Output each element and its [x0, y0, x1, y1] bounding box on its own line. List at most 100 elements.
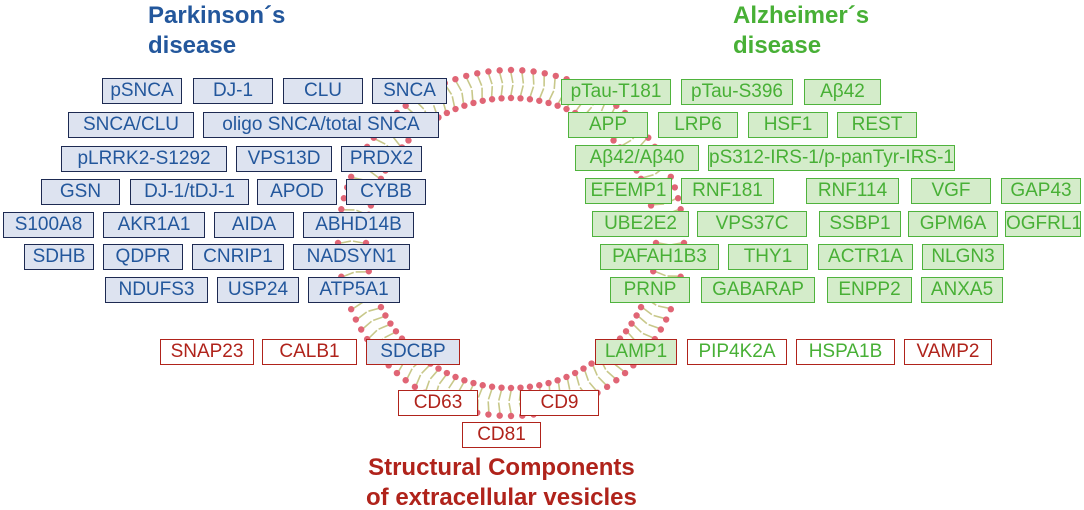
lipid-head [452, 75, 459, 83]
lipid-tail [406, 368, 413, 379]
lipid-tail [487, 401, 490, 412]
lipid-head [580, 365, 587, 372]
lipid-tail [500, 85, 504, 96]
ev-marker-pip4k2a: PIP4K2A [687, 339, 787, 365]
lipid-tail [415, 374, 422, 385]
lipid-head [443, 369, 451, 377]
lipid-head [554, 377, 561, 384]
ad-marker-actr1a: ACTR1A [818, 244, 913, 270]
lipid-head [443, 109, 451, 117]
lipid-head [452, 373, 459, 381]
pd-marker-oligo-snca: oligo SNCA/total SNCA [203, 112, 439, 138]
lipid-head [338, 206, 345, 213]
ad-marker-abeta42: Aβ42 [804, 79, 881, 105]
ad-marker-ps312-irs1: pS312-IRS-1/p-panTyr-IRS-1 [708, 145, 955, 171]
lipid-tail [575, 375, 580, 386]
ad-marker-lrp6: LRP6 [658, 112, 738, 138]
pd-marker-ndufs3: NDUFS3 [105, 277, 208, 303]
lipid-tail [648, 323, 659, 329]
lipid-tail [477, 387, 483, 398]
lipid-tail [340, 240, 352, 244]
lipid-head [340, 195, 348, 202]
ad-marker-rnf181: RNF181 [681, 178, 774, 204]
lipid-tail [510, 84, 514, 96]
lipid-tail [655, 271, 666, 277]
ad-marker-gap43: GAP43 [1001, 178, 1081, 204]
structural-title-line2: of extracellular vesicles [366, 484, 637, 510]
pd-marker-cybb: CYBB [346, 179, 426, 205]
lipid-tail [425, 380, 431, 391]
lipid-head [526, 96, 534, 103]
lipid-head [667, 306, 675, 313]
lipid-tail [566, 379, 571, 390]
ad-marker-ptau-s396: pTau-S396 [681, 79, 793, 105]
pd-marker-sdhb: SDHB [24, 244, 94, 270]
ad-marker-gabarap: GABARAP [701, 277, 815, 303]
pd-marker-gsn: GSN [41, 179, 120, 205]
structural-title-line1: Structural Components [368, 454, 635, 481]
lipid-tail [477, 75, 483, 87]
lipid-tail [638, 316, 648, 325]
lipid-tail [378, 324, 389, 330]
pd-marker-dj1: DJ-1 [193, 78, 273, 104]
pd-marker-atp5a1: ATP5A1 [308, 277, 400, 303]
lipid-tail [539, 88, 545, 99]
ad-marker-nlgn3: NLGN3 [922, 244, 1004, 270]
lipid-tail [597, 376, 607, 385]
lipid-head [498, 384, 505, 391]
pd-marker-s100a8: S100A8 [3, 212, 94, 238]
lipid-tail [529, 86, 535, 97]
parkinsons-title-line1: Parkinson´s [148, 2, 286, 29]
lipid-head [530, 68, 537, 75]
pd-marker-apod: APOD [257, 179, 337, 205]
lipid-head [352, 316, 360, 323]
ad-marker-app: APP [568, 112, 648, 138]
lipid-tail [488, 74, 493, 85]
lipid-tail [369, 170, 379, 179]
lipid-head [393, 369, 401, 377]
lipid-tail [451, 96, 456, 107]
lipid-head [435, 365, 442, 372]
ev-marker-sdcbp: SDCBP [366, 339, 460, 365]
lipid-head [461, 102, 468, 109]
lipid-tail [642, 332, 653, 339]
lipid-head [507, 412, 515, 420]
ev-marker-hspa1b: HSPA1B [796, 339, 895, 365]
ad-marker-ogfrl1: OGFRL1 [1005, 211, 1081, 237]
lipid-tail [532, 74, 535, 85]
lipid-tail [510, 72, 514, 84]
lipid-head [470, 379, 477, 387]
lipid-tail [653, 203, 665, 206]
lipid-head [657, 326, 665, 333]
ev-marker-lamp1: LAMP1 [595, 339, 677, 365]
lipid-head [621, 369, 629, 377]
lipid-head [637, 303, 645, 311]
pd-marker-clu: CLU [283, 78, 363, 104]
lipid-head [392, 328, 400, 335]
lipid-head [452, 105, 459, 113]
lipid-head [571, 369, 579, 377]
lipid-head [479, 97, 486, 104]
ev-marker-cd81: CD81 [462, 422, 541, 448]
lipid-head [536, 97, 543, 104]
lipid-head [485, 68, 492, 75]
pd-marker-vps13d: VPS13D [236, 146, 332, 172]
pd-marker-abhd14b: ABHD14B [303, 212, 414, 238]
ad-marker-abeta-ratio: Aβ42/Aβ40 [575, 145, 699, 171]
lipid-tail [471, 89, 474, 101]
lipid-tail [553, 78, 556, 90]
lipid-head [507, 66, 515, 74]
lipid-head [507, 94, 515, 102]
ad-marker-pafah1b3: PAFAH1B3 [600, 244, 719, 270]
lipid-tail [448, 379, 456, 389]
lipid-head [563, 373, 570, 381]
pd-marker-dj1-tdj1: DJ-1/tDJ-1 [130, 179, 249, 205]
lipid-tail [358, 311, 368, 319]
lipid-head [633, 312, 640, 319]
lipid-head [496, 67, 503, 74]
lipid-tail [653, 314, 664, 319]
lipid-tail [508, 390, 512, 402]
ev-marker-vamp2: VAMP2 [904, 339, 992, 365]
pd-marker-aida: AIDA [214, 212, 294, 238]
lipid-head [488, 96, 496, 103]
